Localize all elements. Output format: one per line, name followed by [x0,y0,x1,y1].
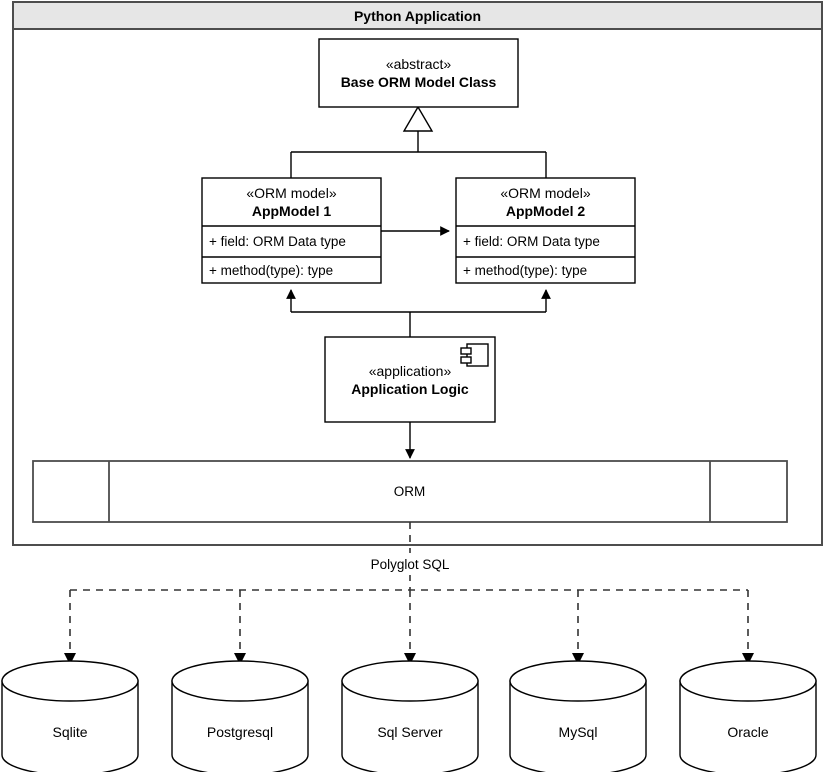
dependency-applogic-appmodels [286,289,551,337]
class-box-base-orm-model[interactable] [318,38,519,108]
database-cylinders [1,660,817,772]
class-box-app-model-2[interactable] [455,177,636,284]
class-box-app-model-1[interactable] [201,177,382,284]
database-cylinder-postgresql[interactable] [171,660,309,772]
generalization-connector [290,105,547,178]
orm-bar[interactable] [32,460,788,523]
database-cylinder-mysql[interactable] [509,660,647,772]
database-cylinder-sqlite[interactable] [1,660,139,772]
polyglot-sql-arrowheads [64,653,754,665]
database-cylinder-oracle[interactable] [679,660,817,772]
polyglot-sql-connector [69,522,749,660]
database-cylinder-sqlserver[interactable] [341,660,479,772]
component-icon [460,343,489,367]
